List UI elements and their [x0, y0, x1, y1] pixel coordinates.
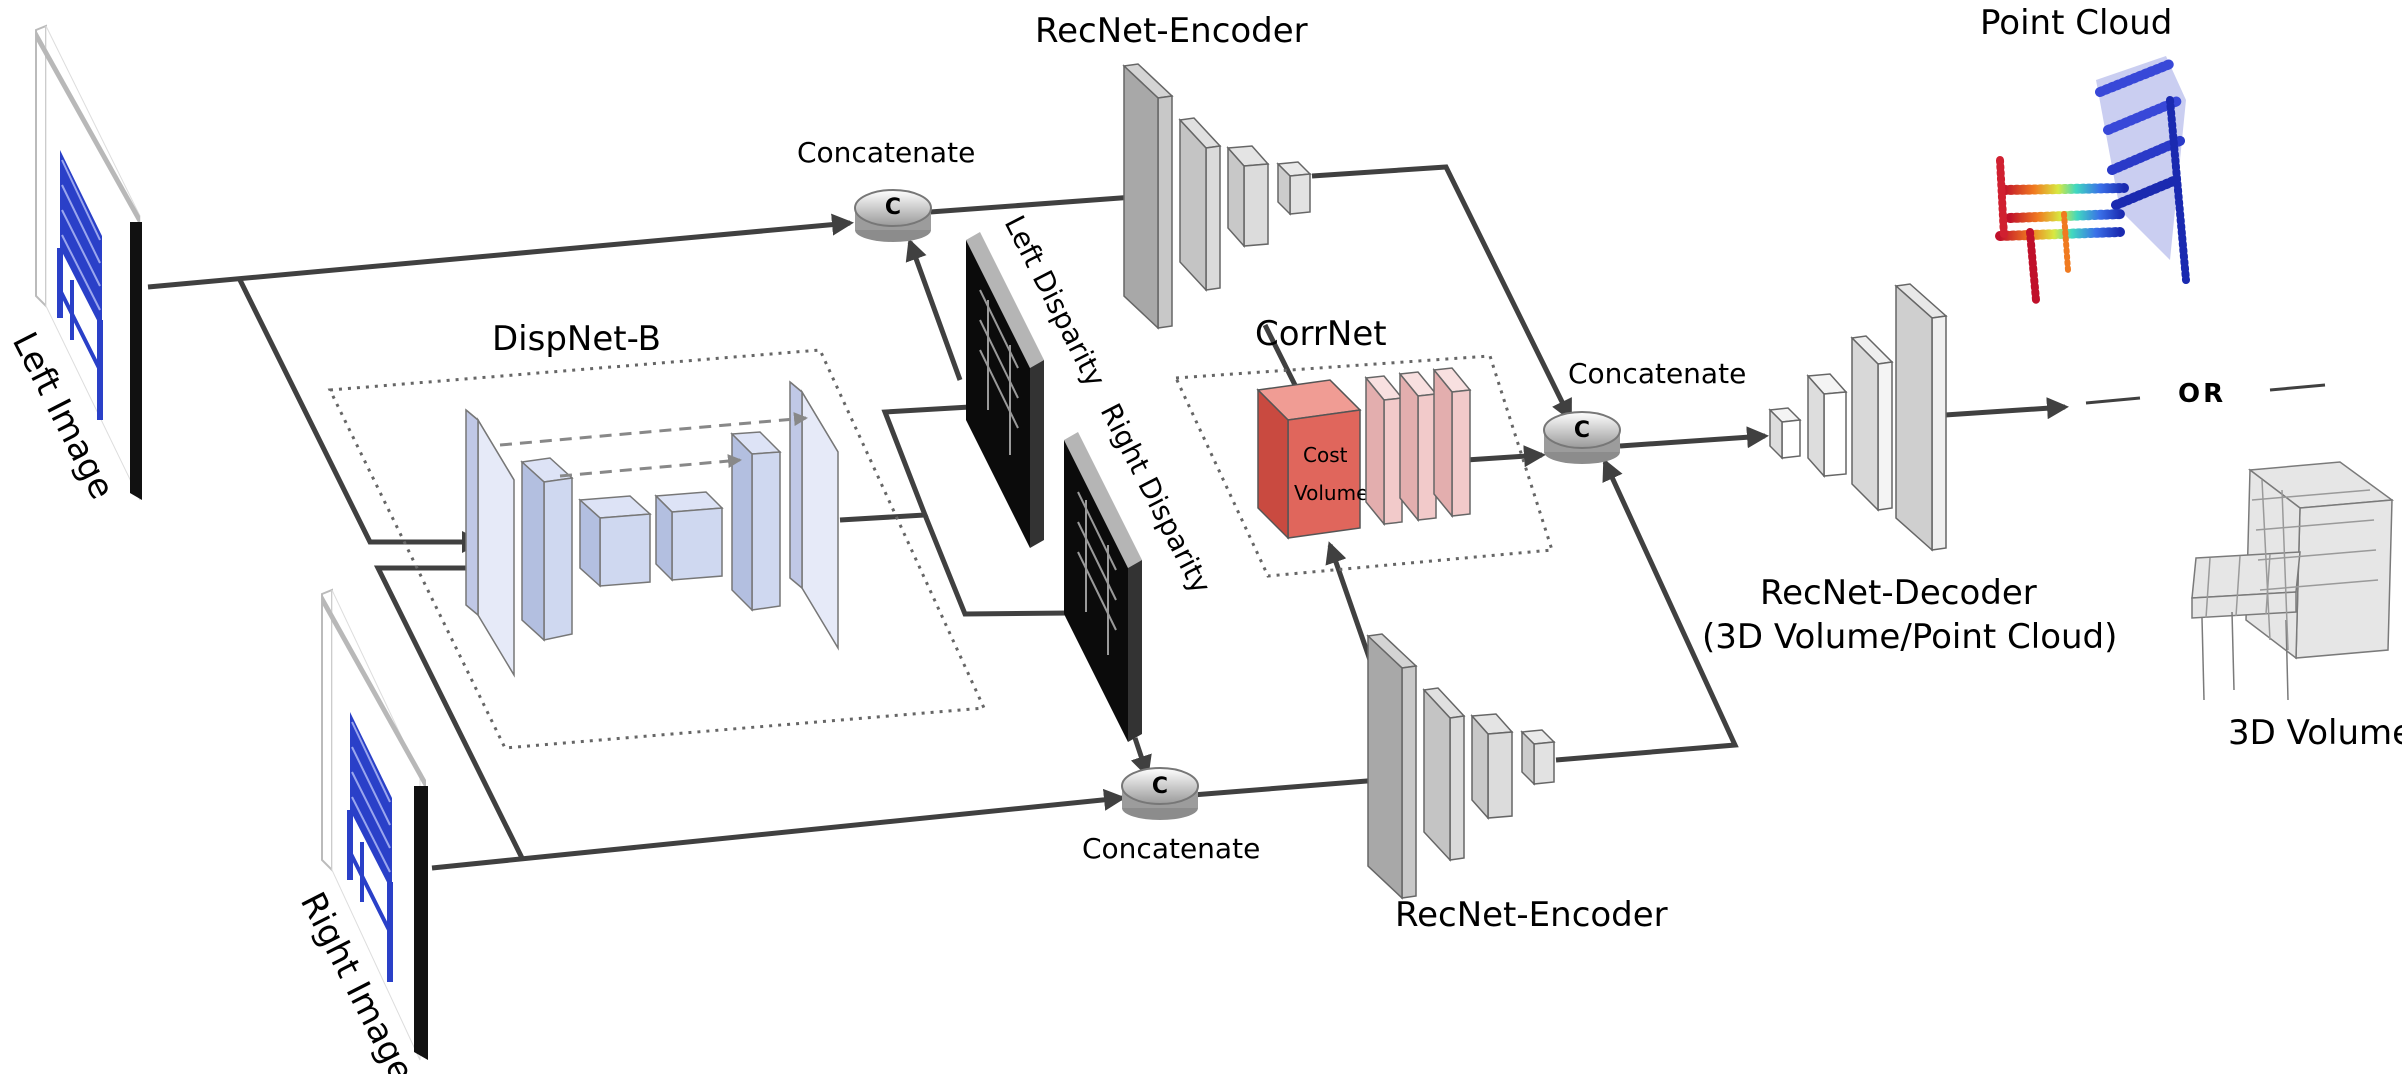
connections	[147, 164, 2326, 871]
recnet-encoder-top-label: RecNet-Encoder	[1035, 11, 1308, 51]
or-label: OR	[2178, 379, 2226, 409]
voxel-chair-render	[2191, 461, 2395, 701]
corrnet-layer	[1398, 371, 1438, 523]
encoder-layer	[1422, 687, 1466, 862]
corrnet-label: CorrNet	[1255, 314, 1387, 354]
encoder-layer	[1178, 117, 1222, 292]
encoder-layer	[1226, 145, 1270, 248]
recnet-decoder: RecNet-Decoder (3D Volume/Point Cloud)	[1702, 283, 2117, 657]
encoder-layer	[1366, 633, 1418, 900]
corrnet-layer	[1432, 367, 1472, 519]
volume-3d-label: 3D Volume	[2228, 713, 2402, 753]
right-chair-thumbnail	[347, 712, 393, 982]
concat-node-right: C Concatenate	[1543, 357, 1746, 464]
volume-3d-output: 3D Volume	[2191, 461, 2402, 753]
dispnet-b: DispNet-B	[327, 319, 987, 750]
decoder-layer	[1850, 335, 1894, 512]
right-disparity: Right Disparity	[1064, 398, 1218, 742]
dispnet-layer	[520, 457, 574, 642]
concat-node-bottom: C Concatenate	[1082, 767, 1260, 865]
decoder-layer	[1894, 283, 1948, 552]
dispnet-layer	[789, 380, 839, 651]
encoder-layer	[1470, 713, 1514, 820]
dispnet-block	[578, 495, 652, 588]
concat-symbol: C	[1574, 418, 1590, 443]
corrnet-boundary	[1173, 354, 1554, 578]
decoder-layer	[1806, 373, 1848, 478]
corrnet: CorrNet Cost Volume	[1173, 314, 1554, 578]
point-cloud-output: Point Cloud	[1980, 3, 2190, 304]
point-cloud-render	[1995, 56, 2190, 304]
concat-label-right: Concatenate	[1568, 357, 1746, 390]
encoder-layer	[1122, 63, 1174, 330]
encoder-layer	[1520, 729, 1556, 786]
left-chair-thumbnail	[57, 150, 103, 420]
recnet-decoder-label-1: RecNet-Decoder	[1760, 573, 2037, 613]
recnet-encoder-top: RecNet-Encoder	[1035, 11, 1312, 330]
dispnet-block	[654, 491, 724, 582]
decoder-layer	[1768, 407, 1802, 460]
corrnet-layer	[1364, 375, 1404, 527]
recnet-encoder-bottom-label: RecNet-Encoder	[1395, 895, 1668, 935]
concat-node-top: C Concatenate	[797, 136, 975, 242]
dispnet-layer	[465, 408, 515, 678]
recnet-encoder-bottom: RecNet-Encoder	[1366, 633, 1668, 935]
right-image: Right Image	[292, 588, 428, 1074]
point-cloud-label: Point Cloud	[1980, 3, 2172, 43]
concat-symbol: C	[1152, 774, 1168, 799]
cost-volume: Cost Volume	[1256, 379, 1368, 540]
encoder-layer	[1276, 161, 1312, 216]
dispnet-layer	[730, 431, 782, 612]
concat-symbol: C	[885, 195, 901, 220]
concat-label-bottom: Concatenate	[1082, 832, 1260, 865]
dispnet-label: DispNet-B	[492, 319, 661, 359]
recnet-decoder-label-2: (3D Volume/Point Cloud)	[1702, 617, 2117, 657]
cost-volume-line2: Volume	[1294, 481, 1368, 505]
concat-label-top: Concatenate	[797, 136, 975, 169]
left-image: Left Image	[4, 24, 142, 506]
cost-volume-line1: Cost	[1303, 443, 1348, 467]
